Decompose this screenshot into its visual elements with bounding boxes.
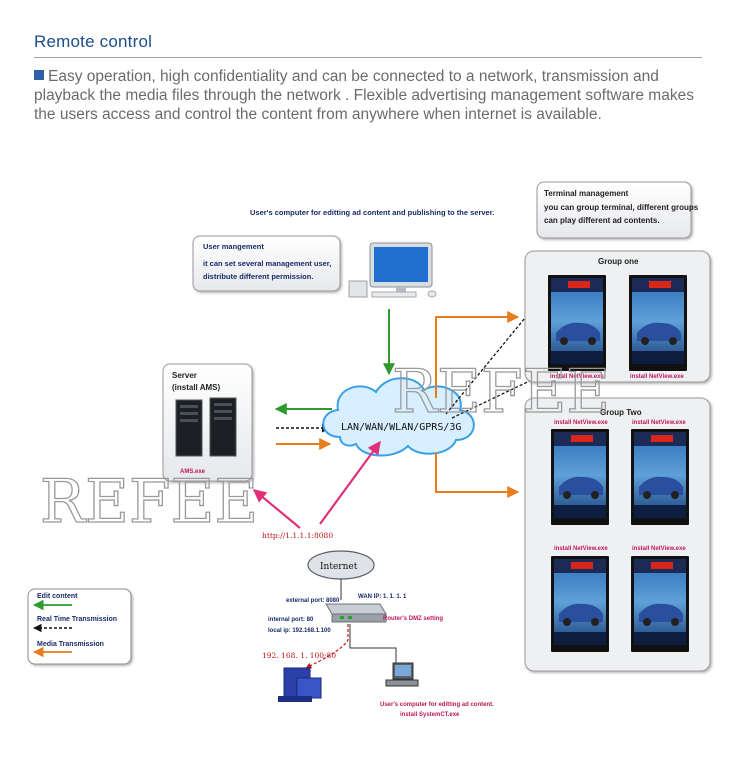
screen-device-icon	[631, 556, 689, 652]
server-exe-label: AMS.exe	[180, 469, 206, 475]
local-computer-icon	[278, 667, 322, 702]
screen-device-icon	[551, 429, 609, 525]
server-url-label: http://1.1.1.1:8080	[262, 531, 333, 540]
local-address-label: 192. 168. 1. 100:80	[262, 651, 336, 660]
router-dmz-setting: Router's DMZ setting	[383, 616, 443, 622]
group-two-screen-label: install NetView.exe	[554, 546, 608, 552]
top-caption: User's computer for editting ad content …	[250, 208, 494, 217]
router-internal-port: internal port: 80	[268, 617, 314, 623]
group-one-panel: Group one install NetView.exe install Ne…	[524, 250, 711, 383]
client-computer-icon	[385, 662, 419, 687]
desktop-computer-icon	[348, 242, 437, 298]
server-subtitle: (install AMS)	[172, 383, 220, 392]
cloud-label: LAN/WAN/WLAN/GPRS/3G	[341, 422, 461, 433]
router-wan-ip: WAN IP: 1. 1. 1. 1	[358, 594, 407, 600]
pink-arrow-to-server	[252, 489, 301, 529]
group-two-screen-label: install NetView.exe	[554, 420, 608, 426]
watermark-logo: REFEE	[40, 467, 258, 537]
router-local-ip: local ip: 192.168.1.100	[268, 628, 331, 634]
media-arrow-to-group-one	[435, 311, 520, 398]
internet-bubble: Internet	[307, 550, 375, 580]
router-external-port: external port: 8080	[286, 598, 340, 604]
user-management-box: User mangement it can set several manage…	[192, 235, 341, 292]
legend-realtime-label: Real Time Transmission	[37, 616, 117, 623]
realtime-arrow-to-screen-1	[445, 289, 549, 415]
bullet-square-icon	[34, 70, 44, 80]
local-link-to-computer	[305, 624, 349, 669]
terminal-management-box: Terminal management you can group termin…	[536, 181, 699, 239]
group-two-screen-label: install NetView.exe	[632, 420, 686, 426]
user-management-title: User mangement	[203, 242, 264, 251]
router-to-client-line	[349, 624, 397, 664]
legend-box: Edit content Real Time Transmission Medi…	[27, 588, 132, 665]
terminal-management-line-2: can play different ad contents.	[544, 216, 660, 225]
internet-label: Internet	[320, 562, 358, 572]
header-divider	[34, 57, 702, 58]
terminal-management-title: Terminal management	[544, 189, 629, 198]
router-icon	[325, 603, 387, 623]
group-one-screen-label: install NetView.exe	[550, 374, 604, 380]
client-caption-line-2: install SystemCT.exe	[400, 712, 460, 718]
server-box: Server (install AMS) AMS.exe	[162, 363, 253, 482]
screen-device-icon	[629, 275, 687, 371]
screen-device-icon	[551, 556, 609, 652]
group-two-screen-label: install NetView.exe	[632, 546, 686, 552]
group-one-title: Group one	[598, 257, 639, 266]
page-title: Remote control	[34, 32, 153, 51]
client-caption-line-1: User's computer for editting ad content.	[380, 702, 494, 708]
screen-device-icon	[631, 429, 689, 525]
user-management-line-1: it can set several management user,	[203, 259, 331, 268]
server-title: Server	[172, 371, 197, 380]
group-two-title: Group Two	[600, 408, 642, 417]
watermark-logo: REFEE	[392, 357, 610, 427]
pink-arrow-to-cloud	[319, 440, 381, 525]
user-management-line-2: distribute different permission.	[203, 272, 313, 281]
legend-media-label: Media Transmission	[37, 641, 104, 648]
intro-paragraph: Easy operation, high confidentiality and…	[34, 67, 714, 124]
group-two-panel: Group Two install NetView.exe install Ne…	[524, 397, 711, 672]
legend-edit-label: Edit content	[37, 593, 78, 600]
group-one-screen-label: install NetView.exe	[630, 374, 684, 380]
intro-text: Easy operation, high confidentiality and…	[34, 68, 694, 123]
terminal-management-line-1: you can group terminal, different groups	[544, 203, 699, 212]
server-tower-icon	[175, 397, 237, 457]
media-arrow-to-group-two	[435, 452, 520, 498]
